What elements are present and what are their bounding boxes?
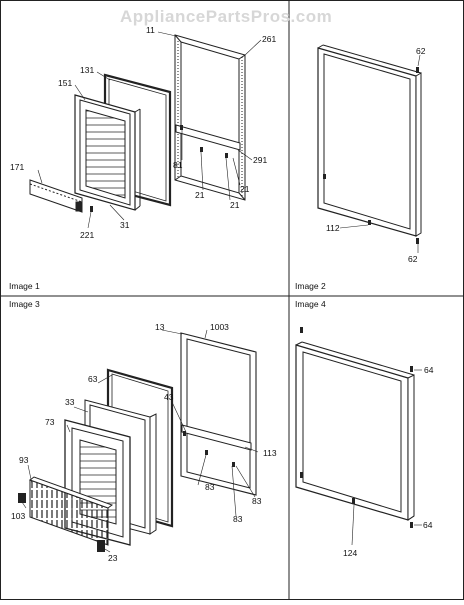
callout-124: 124 [343, 548, 357, 558]
callout-171: 171 [10, 162, 24, 172]
callout-13: 13 [155, 322, 165, 332]
hinge-pin-part [18, 493, 105, 552]
callout-261: 261 [262, 34, 276, 44]
callout-33: 33 [65, 397, 75, 407]
callout-291: 291 [253, 155, 267, 165]
freezer-outer-frame-part [295, 341, 415, 521]
door-frame-part [174, 34, 246, 201]
callout-83-b: 83 [252, 496, 262, 506]
callout-81: 81 [173, 160, 183, 170]
watermark: AppliancePartsPros.com [120, 7, 332, 26]
callout-62-top: 62 [416, 46, 426, 56]
callout-103: 103 [11, 511, 25, 521]
callout-113: 113 [263, 448, 277, 458]
inner-door-part [74, 94, 141, 211]
callout-21-b: 21 [230, 200, 240, 210]
callout-43: 43 [164, 392, 174, 402]
callout-21-a: 21 [195, 190, 205, 200]
callout-62-bottom: 62 [408, 254, 418, 264]
frame-screws [323, 67, 419, 244]
grille-part [28, 476, 114, 546]
callout-151: 151 [58, 78, 72, 88]
callout-93: 93 [19, 455, 29, 465]
screws [90, 125, 228, 212]
callout-64-top: 64 [424, 365, 434, 375]
callout-11: 11 [146, 25, 155, 35]
callout-31: 31 [120, 220, 130, 230]
callout-leaders [37, 31, 262, 229]
callout-23: 23 [108, 553, 118, 563]
callout-63: 63 [88, 374, 98, 384]
panel-title: Image 1 [9, 281, 40, 291]
callout-64-bottom: 64 [423, 520, 433, 530]
panel-3: Image 3 [9, 299, 277, 563]
panel-title: Image 2 [295, 281, 326, 291]
callout-131: 131 [80, 65, 94, 75]
callout-83-c: 83 [233, 514, 243, 524]
callout-73: 73 [45, 417, 55, 427]
screws [183, 431, 235, 467]
bottom-trim-part [29, 179, 83, 213]
panel-title: Image 4 [295, 299, 326, 309]
door-outer-frame-part [317, 44, 422, 237]
panel-2: Image 2 62 112 62 [295, 44, 426, 291]
callout-leaders [339, 54, 421, 253]
panel-1: Image 1 [9, 25, 276, 291]
frame-screws [300, 327, 413, 528]
callout-83-a: 83 [205, 482, 215, 492]
callout-21-c: 21 [240, 184, 250, 194]
callout-221: 221 [80, 230, 94, 240]
panel-4: Image 4 64 124 64 [295, 299, 434, 558]
callout-leaders [351, 369, 422, 546]
freezer-door-frame-part [180, 332, 257, 496]
callout-112: 112 [326, 223, 340, 233]
callout-1003: 1003 [210, 322, 229, 332]
panel-title: Image 3 [9, 299, 40, 309]
callout-leaders [21, 329, 259, 553]
